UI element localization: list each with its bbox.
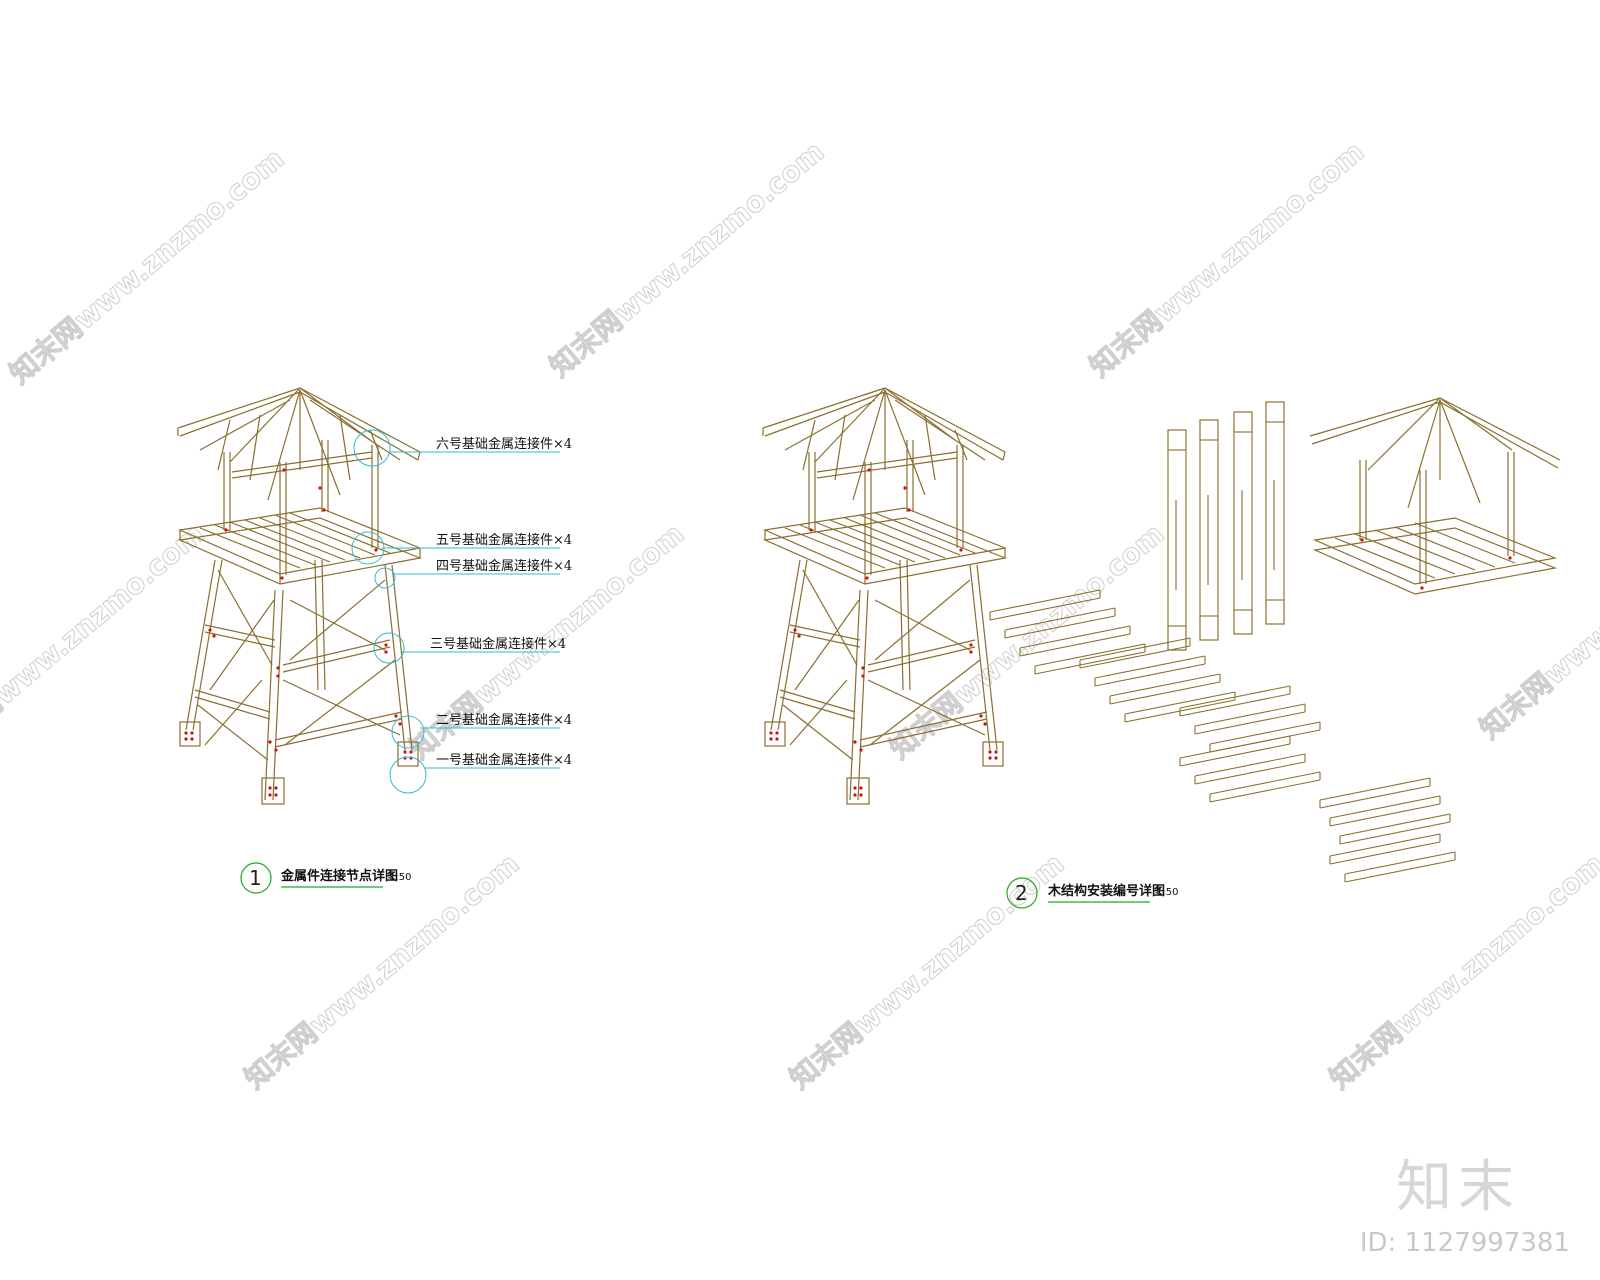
figure-1-title-block: 1 金属件连接节点详图 1:50	[240, 862, 411, 894]
figure-number: 2	[1015, 881, 1028, 905]
figure-2-title-block: 2 木结构安装编号详图 1:50	[1006, 877, 1178, 909]
figure-number-circle	[1006, 877, 1038, 909]
watermark-text: 知末网www.znzmo.com	[1473, 497, 1600, 745]
figure-title: 金属件连接节点详图	[280, 868, 398, 884]
figure-2-exploded-pavilion	[1309, 397, 1561, 595]
watermark-text: 知末网www.znzmo.com	[3, 142, 290, 390]
figure-number: 1	[249, 866, 262, 890]
figure-number-circle	[240, 862, 272, 894]
callout-label-2: 二号基础金属连接件×4	[436, 712, 572, 728]
figure-2-exploded-posts	[1167, 401, 1285, 651]
callout-label-5: 五号基础金属连接件×4	[436, 532, 572, 548]
callout-label-6: 六号基础金属连接件×4	[436, 436, 572, 452]
watermark-text: 知末网www.znzmo.com	[1323, 847, 1600, 1095]
watermark-layer: 知末网www.znzmo.com 知末网www.znzmo.com 知末网www…	[0, 135, 1600, 1096]
figure-1-callout-labels: 六号基础金属连接件×4 五号基础金属连接件×4 四号基础金属连接件×4 三号基础…	[430, 436, 572, 768]
watermark-text: 知末网www.znzmo.com	[543, 135, 830, 383]
figure-1-callouts	[351, 429, 560, 794]
callout-label-1: 一号基础金属连接件×4	[436, 752, 572, 768]
watermark-text: 知末网www.znzmo.com	[883, 517, 1170, 765]
callout-label-4: 四号基础金属连接件×4	[436, 558, 572, 574]
watermark-text: 知末网www.znzmo.com	[0, 517, 210, 765]
watermark-text: 知末网www.znzmo.com	[238, 847, 525, 1095]
watermark-text: 知末网www.znzmo.com	[1083, 135, 1370, 383]
figure-1-tower	[177, 387, 421, 805]
figure-scale: 1:50	[389, 872, 411, 883]
figure-title: 木结构安装编号详图	[1047, 883, 1165, 899]
figure-scale: 1:50	[1156, 887, 1178, 898]
image-id: ID: 1127997381	[1359, 1228, 1570, 1258]
callout-label-3: 三号基础金属连接件×4	[430, 636, 566, 652]
figure-2-tower	[762, 387, 1006, 805]
brand-logo: 知末	[1396, 1155, 1520, 1220]
